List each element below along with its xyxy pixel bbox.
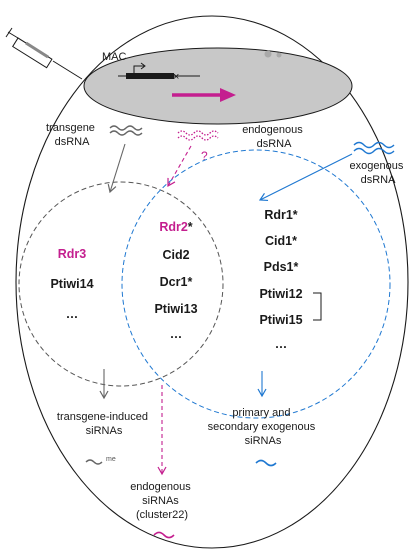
exogenous-arrow	[258, 153, 353, 202]
endogenous-dsrna-icon	[177, 130, 219, 141]
left-ellipsis: …	[66, 307, 79, 321]
mac-dot-2	[276, 52, 282, 58]
syringe-icon	[5, 27, 83, 80]
gene-ptiwi14: Ptiwi14	[50, 277, 93, 291]
gene-dcr1: Dcr1*	[160, 275, 193, 289]
cell-outline	[15, 15, 409, 549]
exogenous-sirna-icon	[255, 459, 277, 467]
right-ellipsis: …	[275, 337, 288, 351]
endogenous-label: endogenous dsRNA	[242, 124, 306, 150]
gene-rdr2: Rdr2*	[159, 220, 192, 234]
gene-cid1: Cid1*	[265, 234, 297, 248]
gene-ptiwi15: Ptiwi15	[259, 313, 302, 327]
mac-dot-1	[264, 50, 272, 58]
gene-cid2: Cid2	[162, 248, 189, 262]
gene-rdr1: Rdr1*	[264, 208, 297, 222]
ptiwi12-15-bracket	[313, 292, 322, 321]
middle-ellipsis: …	[170, 327, 183, 341]
exogenous-sirnas-label: primary and secondary exogenous siRNAs	[208, 407, 319, 447]
gene-pds1: Pds1*	[264, 260, 299, 274]
exogenous-label: exogenous dsRNA	[350, 160, 407, 186]
endogenous-question-mark: ?	[201, 149, 208, 163]
gene-rdr3: Rdr3	[58, 247, 87, 261]
pink-transcript-arrow	[172, 88, 236, 102]
exogenous-dsrna-icon	[353, 141, 395, 155]
gene-ptiwi12: Ptiwi12	[259, 287, 302, 301]
transgene-sirnas-label: transgene-induced siRNAs	[57, 411, 151, 437]
transgene-sirna-icon	[85, 459, 103, 465]
gene-ptiwi13: Ptiwi13	[154, 302, 197, 316]
gene-marker: ×	[173, 71, 179, 83]
exogenous-pathway-circle	[121, 149, 391, 419]
endogenous-sirnas-label: endogenous siRNAs (cluster22)	[130, 481, 194, 521]
macronucleus	[83, 47, 353, 125]
me-label: me	[106, 456, 116, 463]
mac-gene: ×	[118, 62, 200, 83]
transgene-arrow	[107, 143, 126, 194]
transgene-pathway-circle	[18, 181, 224, 387]
transgene-label: transgene dsRNA	[46, 122, 98, 148]
mac-label: MAC	[102, 51, 127, 63]
transgene-dsrna-icon	[109, 125, 143, 136]
endogenous-sirna-icon	[153, 531, 175, 539]
